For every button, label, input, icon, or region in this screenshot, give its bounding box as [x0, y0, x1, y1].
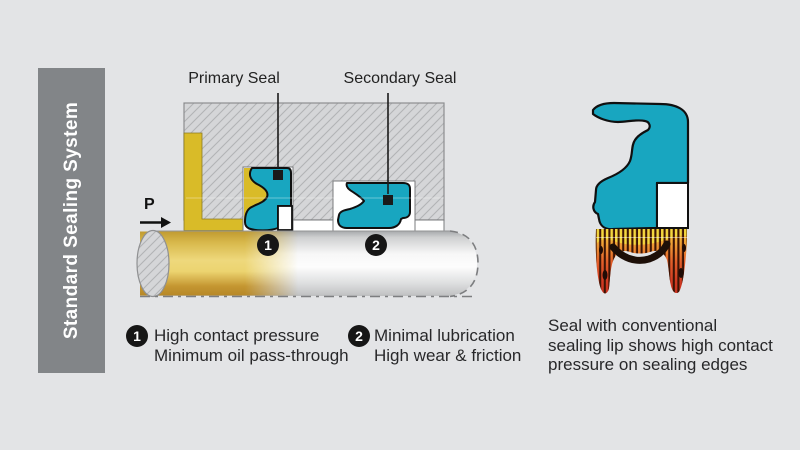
backup-ring — [277, 205, 293, 231]
conventional-seal-shape — [591, 101, 690, 231]
clearance-gap — [292, 219, 334, 232]
caption-line-3: pressure on sealing edges — [548, 355, 748, 374]
legend-1-badge: 1 — [126, 325, 148, 347]
sidebar-band — [38, 68, 105, 373]
conventional-backup-ring — [656, 182, 689, 229]
shaft-end-face — [136, 229, 170, 298]
caption-line-2: sealing lip shows high contact — [548, 335, 773, 355]
pointer-line-primary — [273, 93, 283, 180]
contact-pressure-profile — [595, 229, 688, 294]
primary-seal-label: Primary Seal — [188, 70, 280, 87]
conventional-seal-caption: Seal with conventional sealing lip shows… — [548, 316, 778, 375]
legend-2-badge: 2 — [348, 325, 370, 347]
callout-1-badge: 1 — [257, 234, 279, 256]
legend-1-line-2: Minimum oil pass-through — [154, 346, 349, 365]
pressure-arrow — [140, 217, 171, 228]
shaft-right-edge-dashed — [449, 230, 479, 298]
callout-2-badge: 2 — [365, 234, 387, 256]
caption-line-1: Seal with conventional — [548, 316, 718, 335]
pointer-line-secondary — [383, 93, 393, 205]
secondary-seal-label: Secondary Seal — [343, 70, 457, 87]
legend-2-line-2: High wear & friction — [374, 346, 522, 365]
legend-1-text: High contact pressure Minimum oil pass-t… — [154, 326, 374, 366]
secondary-seal-shape — [337, 182, 411, 229]
legend-2-text: Minimal lubrication High wear & friction — [374, 326, 554, 366]
legend-2-line-1: Minimal lubrication — [374, 326, 515, 345]
legend-1-line-1: High contact pressure — [154, 326, 320, 345]
oil-in-groove — [244, 168, 268, 223]
pressure-label: P — [144, 196, 155, 213]
clearance-gap — [414, 219, 445, 232]
